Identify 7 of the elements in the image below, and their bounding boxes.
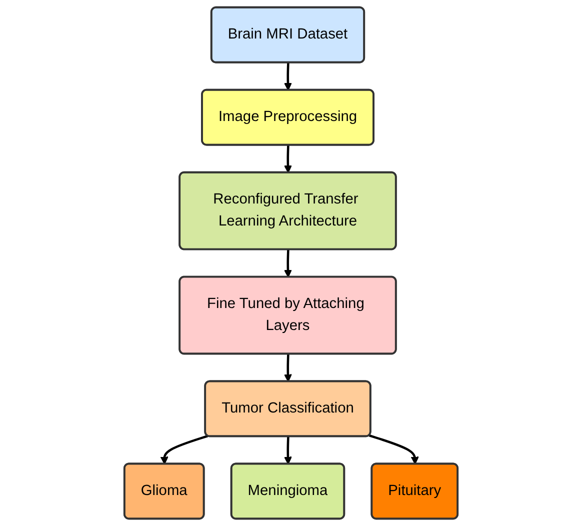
arrow bbox=[284, 250, 292, 278]
arrow bbox=[284, 62, 292, 91]
arrow bbox=[284, 354, 292, 382]
arrow bbox=[368, 434, 419, 464]
arrow bbox=[284, 436, 292, 464]
arrow bbox=[160, 434, 208, 464]
arrow bbox=[284, 145, 292, 174]
